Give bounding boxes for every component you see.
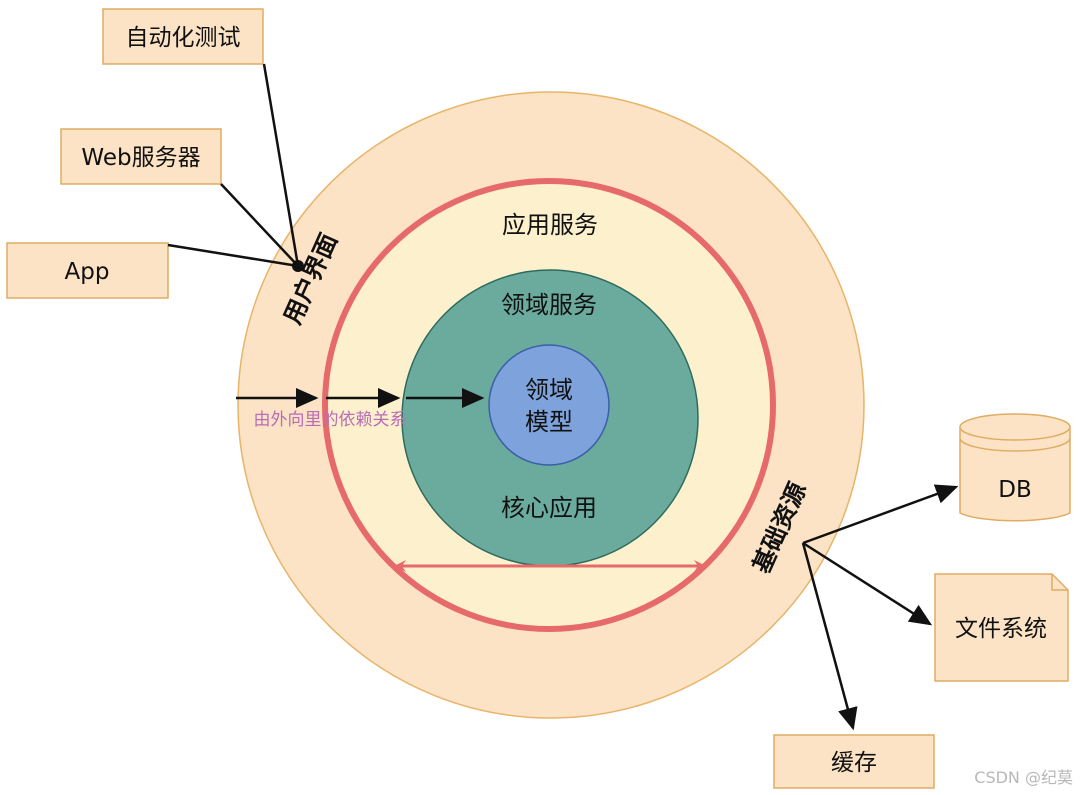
dependency-annotation: 由外向里的依赖关系 xyxy=(254,410,407,430)
app-service-label: 应用服务 xyxy=(502,211,598,239)
web-server-box-label: Web服务器 xyxy=(81,145,200,171)
core-domain-model xyxy=(488,344,610,466)
web-server-box xyxy=(60,128,222,185)
file-system-document xyxy=(934,573,1069,682)
domain-service-label: 领域服务 xyxy=(501,291,597,319)
auto-test-box-label: 自动化测试 xyxy=(126,25,241,51)
ui-junction-dot xyxy=(292,260,304,272)
domain-model-label-line2: 模型 xyxy=(525,408,573,436)
auto-test-connector xyxy=(262,63,300,267)
app-connector xyxy=(167,243,299,268)
infra-to-db-arrow xyxy=(802,484,959,545)
infra-to-cache-arrow xyxy=(801,542,858,731)
db-label: DB xyxy=(998,477,1032,503)
cache-box-label: 缓存 xyxy=(831,750,877,776)
db-cylinder xyxy=(959,413,1071,522)
infra-to-file-system-arrow xyxy=(802,541,933,626)
core-app-label: 核心应用 xyxy=(501,494,597,522)
web-server-connector xyxy=(220,183,299,267)
app-box xyxy=(6,242,169,299)
app-box-label: App xyxy=(65,259,110,285)
watermark: CSDN @纪莫 xyxy=(974,768,1073,787)
file-system-label: 文件系统 xyxy=(955,616,1047,642)
auto-test-box xyxy=(102,8,264,65)
domain-model-label-line1: 领域 xyxy=(525,376,573,404)
cache-box xyxy=(773,734,935,789)
